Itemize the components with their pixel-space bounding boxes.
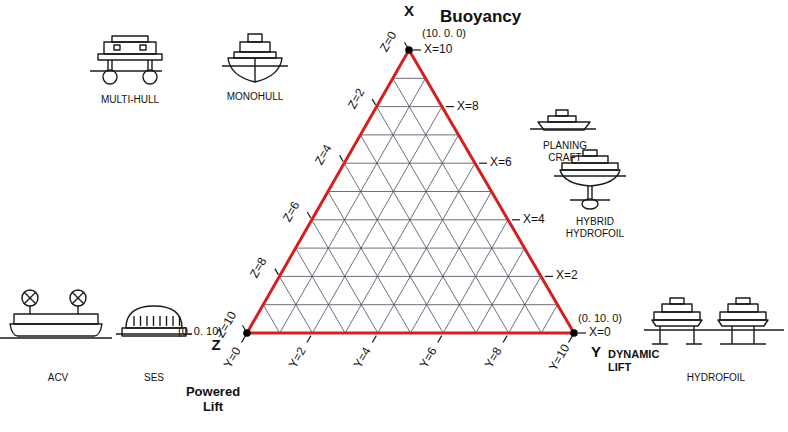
grid-line [279, 276, 312, 333]
ses-window [153, 316, 154, 326]
axis-letter: Y [591, 343, 601, 360]
y-tick-label: Y=2 [287, 345, 310, 371]
tick-mark [512, 219, 520, 220]
vertex-coordinate: (0. 10. 0) [578, 312, 622, 325]
grid-line [296, 248, 525, 249]
z-tick-label: Z=0 [378, 29, 400, 54]
axis-title: Powered Lift [182, 385, 244, 415]
tick-mark [569, 336, 573, 343]
tick-mark [372, 336, 376, 343]
grid-line [345, 135, 458, 333]
vertex-coordinate: (10. 0. 0) [422, 27, 466, 40]
vertex-coordinate: (0. 0. 10) [178, 325, 222, 338]
grid-line [312, 219, 508, 220]
vertex-dot [405, 46, 413, 54]
ses-window [172, 316, 173, 326]
x-tick-label: X=8 [457, 100, 479, 114]
grid-line [541, 305, 557, 333]
acv-figure [0, 290, 112, 338]
grid-line [344, 163, 475, 164]
craft-label: ACV [48, 372, 69, 384]
craft-label: HYDROFOIL [687, 372, 745, 384]
vertex-dot [570, 329, 578, 337]
x-tick-label: X=10 [424, 43, 452, 57]
grid-line [263, 304, 557, 305]
grid-line [393, 78, 542, 333]
grid-line [411, 192, 492, 334]
craft-label: PLANING CRAFT [533, 140, 597, 163]
ses-window [140, 316, 141, 326]
y-tick-label: Y=0 [221, 345, 244, 371]
triangle-outline [247, 50, 574, 333]
axis-letter: X [404, 2, 414, 19]
y-tick-label: Y=8 [483, 345, 506, 371]
vertex-dot [243, 329, 251, 337]
tick-mark [446, 106, 454, 107]
z-tick-label: Z=4 [313, 143, 335, 168]
ternary-grid [263, 78, 557, 333]
y-tick-label: Y=6 [417, 345, 440, 371]
tick-mark [438, 336, 442, 343]
tick-mark [413, 49, 421, 50]
craft-label: SES [144, 372, 164, 384]
grid-line [328, 192, 411, 334]
x-tick-label: X=0 [589, 326, 611, 340]
y-tick-label: Y=10 [547, 342, 573, 373]
x-tick-label: X=4 [523, 213, 545, 227]
axis-ticks [242, 42, 586, 342]
z-tick-label: Z=6 [281, 199, 303, 224]
z-tick-label: Z=8 [248, 256, 270, 281]
tick-mark [545, 276, 553, 277]
tick-mark [503, 336, 507, 343]
ses-window [159, 316, 160, 326]
grid-line [312, 220, 378, 333]
tick-mark [242, 336, 246, 343]
grid-line [328, 191, 492, 192]
tick-mark [479, 163, 487, 164]
tick-mark [307, 212, 311, 218]
ses-window [146, 316, 147, 326]
craft-label: MONOHULL [227, 91, 284, 103]
grid-line [378, 163, 475, 333]
grid-line [509, 276, 541, 333]
ses-window [166, 316, 167, 326]
multi-hull-figure [90, 36, 162, 84]
grid-line [476, 248, 525, 333]
grid-line [263, 305, 280, 333]
grid-line [377, 106, 442, 107]
tick-mark [275, 269, 279, 275]
grid-line [360, 135, 476, 333]
tick-mark [578, 332, 586, 333]
tick-mark [340, 155, 344, 161]
x-tick-label: X=2 [556, 269, 578, 283]
axis-letter: Z [211, 336, 220, 353]
tick-mark [372, 99, 376, 105]
grid-line [360, 134, 458, 135]
tick-mark [307, 336, 311, 343]
craft-label: HYBRID HYDROFOIL [557, 216, 633, 239]
ses-window [179, 316, 180, 326]
x-tick-label: X=6 [490, 156, 512, 170]
axis-title: Buoyancy [440, 7, 521, 27]
y-tick-label: Y=4 [352, 345, 375, 371]
z-tick-label: Z=2 [345, 86, 367, 111]
grid-line [393, 78, 426, 79]
grid-line [344, 163, 443, 333]
grid-line [296, 248, 346, 333]
grid-line [443, 220, 508, 333]
ses-window [133, 316, 134, 326]
grid-line [280, 78, 426, 333]
hydrofoil-figure [644, 298, 784, 344]
planing-craft-figure [530, 110, 596, 130]
ternary-triangle [243, 46, 578, 337]
axis-title: DYNAMIC LIFT [608, 348, 670, 373]
craft-label: MULTI-HULL [101, 94, 159, 106]
monohull-figure [222, 34, 288, 82]
